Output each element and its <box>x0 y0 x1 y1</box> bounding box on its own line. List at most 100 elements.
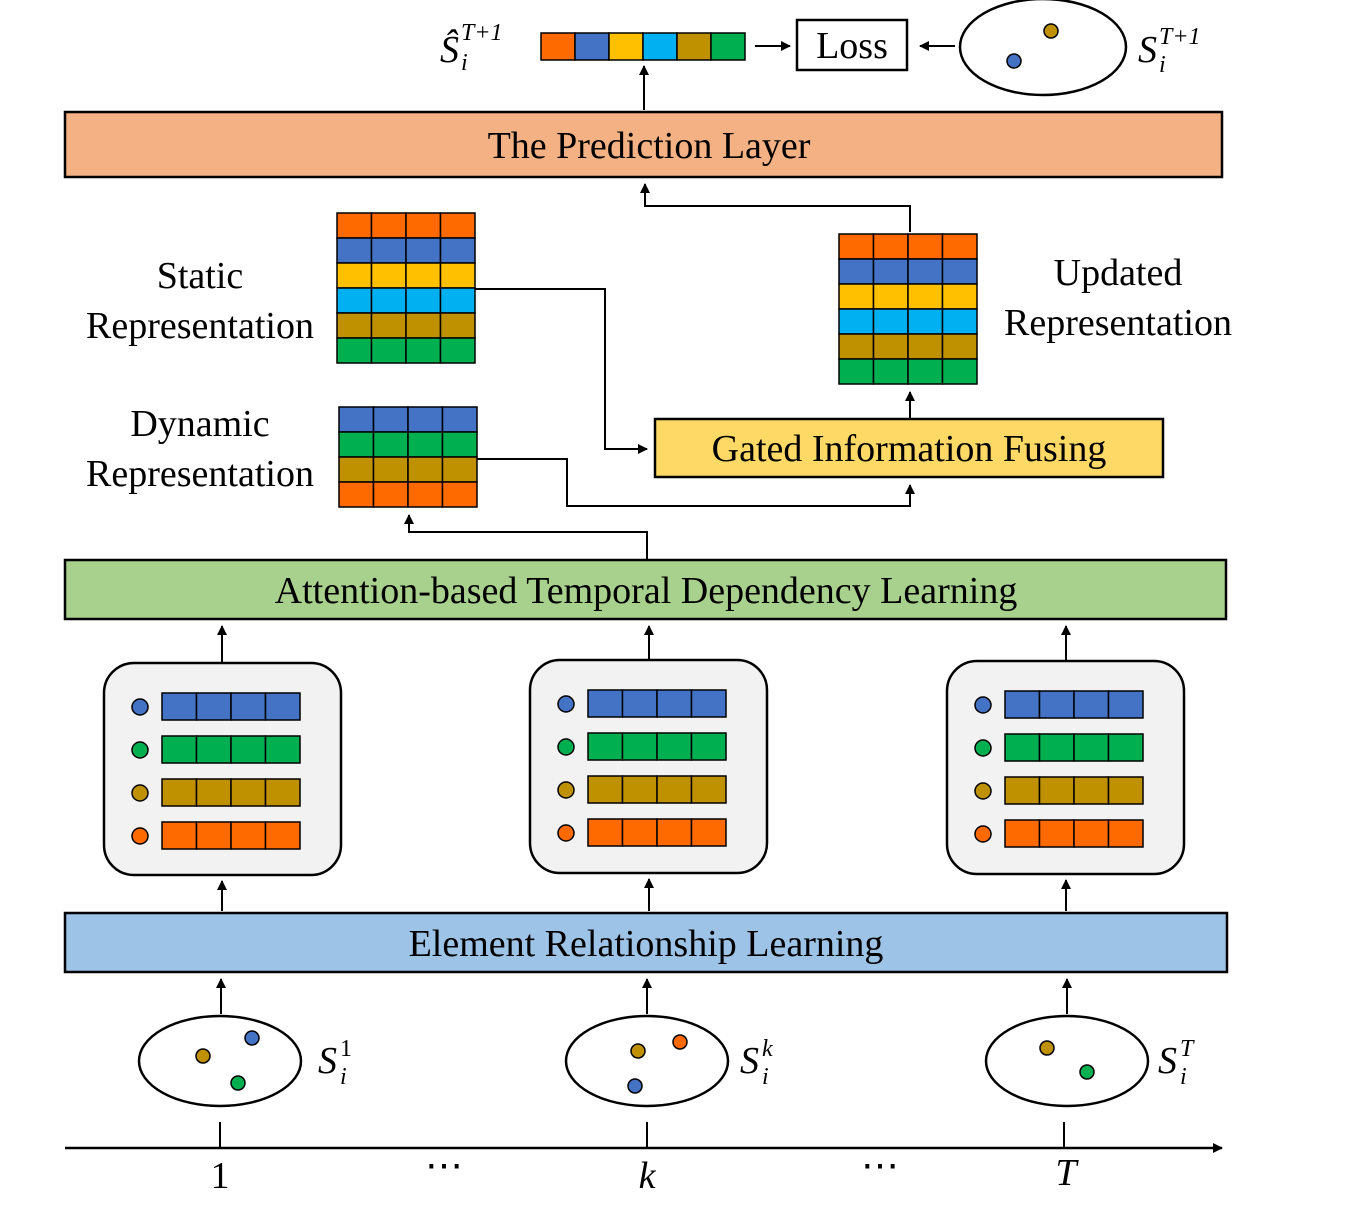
matrix-cell-green <box>441 431 478 458</box>
matrix-cell-orange <box>407 481 444 508</box>
embedding-cell-olive <box>161 778 198 807</box>
matrix-cell-green <box>338 431 375 458</box>
setk-sup: k <box>762 1036 773 1062</box>
set-element-dot-green <box>1079 1064 1095 1080</box>
matrix-cell-blue <box>338 406 375 433</box>
set-element-dot-olive <box>195 1048 211 1064</box>
matrix-cell-olive <box>907 333 944 360</box>
matrix-cell-orange <box>370 212 407 239</box>
set-element-dot-orange <box>672 1034 688 1050</box>
matrix-cell-olive <box>407 456 444 483</box>
embedding-cell-orange <box>587 818 624 847</box>
matrix-cell-cyan <box>405 287 442 314</box>
updated-label-line1: Updated <box>1054 252 1183 294</box>
embedding-cell-olive <box>1004 776 1041 805</box>
embedding-cell-blue <box>587 689 624 718</box>
target-set-label: S i T+1 <box>1138 24 1201 78</box>
matrix-cell-orange <box>439 212 476 239</box>
embedding-cell-orange <box>1038 819 1075 848</box>
tick-k-label: k <box>639 1155 657 1197</box>
matrix-cell-blue <box>370 237 407 264</box>
target-sup: T+1 <box>1159 24 1201 50</box>
matrix-cell-orange <box>941 233 978 260</box>
set-element-dot-green <box>230 1075 246 1091</box>
matrix-cell-orange <box>405 212 442 239</box>
embedding-cell-green <box>1038 733 1075 762</box>
input-set-ellipse <box>564 1014 730 1108</box>
matrix-cell-cyan <box>370 287 407 314</box>
embedding-cell-green <box>230 735 267 764</box>
set-element-dot-blue <box>244 1030 260 1046</box>
matrix-cell-olive <box>405 312 442 339</box>
pred-base: Ŝ <box>440 29 459 71</box>
prediction-layer-label: The Prediction Layer <box>488 125 811 167</box>
arrow-dynamic-to-gated <box>477 458 915 507</box>
embedding-cell-green <box>656 732 693 761</box>
setT-base: S <box>1158 1040 1177 1082</box>
matrix-cell-green <box>372 431 409 458</box>
matrix-cell-orange <box>338 481 375 508</box>
embedding-cell-olive <box>1107 776 1144 805</box>
embedding-cell-green <box>1073 733 1110 762</box>
matrix-cell-green <box>907 358 944 385</box>
embedding-cell-green <box>621 732 658 761</box>
target-set-ellipse <box>958 0 1128 97</box>
matrix-cell-olive <box>838 333 875 360</box>
matrix-cell-green <box>439 337 476 364</box>
dynamic-representation-matrix <box>338 406 478 508</box>
embedding-cell-blue <box>230 692 267 721</box>
loss-box <box>795 18 909 72</box>
set1-sup: 1 <box>340 1036 352 1062</box>
matrix-cell-blue <box>872 258 909 285</box>
matrix-cell-green <box>941 358 978 385</box>
embedding-cell-orange <box>1004 819 1041 848</box>
matrix-cell-orange <box>872 233 909 260</box>
matrix-cell-cyan <box>336 287 373 314</box>
element-dot-blue <box>131 698 149 716</box>
input-set-ellipse <box>137 1014 303 1108</box>
attention-layer-label: Attention-based Temporal Dependency Lear… <box>275 570 1018 612</box>
matrix-cell-yellow <box>405 262 442 289</box>
element-dot-orange <box>974 825 992 843</box>
setT-sub: i <box>1180 1064 1187 1090</box>
matrix-cell-cyan <box>872 308 909 335</box>
embedding-cell-olive <box>1038 776 1075 805</box>
element-dot-olive <box>974 782 992 800</box>
embedding-cell-green <box>1107 733 1144 762</box>
embedding-cell-green <box>161 735 198 764</box>
embedding-cell-blue <box>1038 690 1075 719</box>
embedding-cell-olive <box>621 775 658 804</box>
setT-sup: T <box>1180 1036 1195 1062</box>
embedding-cell-orange <box>161 821 198 850</box>
matrix-cell-yellow <box>838 283 875 310</box>
setk-sub: i <box>762 1064 769 1090</box>
vector-cell-yellow <box>608 32 644 61</box>
vector-cell-blue <box>574 32 610 61</box>
matrix-cell-yellow <box>439 262 476 289</box>
embedding-cell-green <box>264 735 301 764</box>
embedding-cell-blue <box>161 692 198 721</box>
matrix-cell-green <box>336 337 373 364</box>
element-dot-blue <box>974 696 992 714</box>
embedding-cell-olive <box>690 775 727 804</box>
set-k-label: S i k <box>740 1036 773 1090</box>
matrix-cell-orange <box>907 233 944 260</box>
pred-sup: T+1 <box>461 20 503 46</box>
matrix-cell-green <box>370 337 407 364</box>
element-dot-orange <box>131 827 149 845</box>
static-label-line2: Representation <box>86 305 314 347</box>
matrix-cell-blue <box>405 237 442 264</box>
loss-label: Loss <box>816 25 888 67</box>
embedding-cell-orange <box>1073 819 1110 848</box>
embedding-cell-orange <box>1107 819 1144 848</box>
matrix-cell-yellow <box>872 283 909 310</box>
matrix-cell-olive <box>336 312 373 339</box>
element-dot-olive <box>557 781 575 799</box>
embedding-cell-blue <box>1004 690 1041 719</box>
embedding-cell-orange <box>656 818 693 847</box>
embedding-cell-blue <box>690 689 727 718</box>
matrix-cell-olive <box>372 456 409 483</box>
vector-cell-green <box>710 32 746 61</box>
matrix-cell-green <box>407 431 444 458</box>
vector-cell-cyan <box>642 32 678 61</box>
